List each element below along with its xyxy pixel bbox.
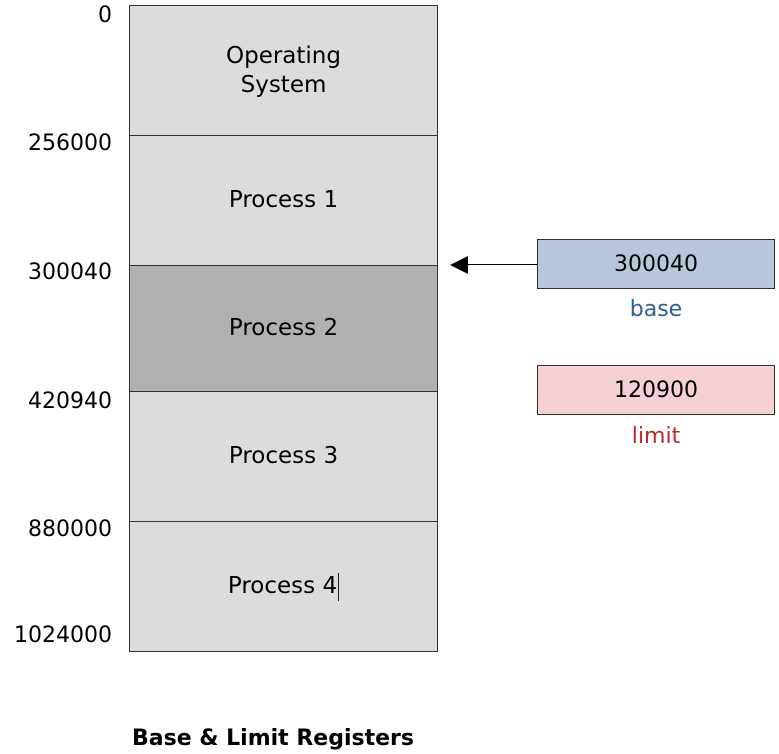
memory-block-process-3: Process 3 [129, 391, 438, 522]
address-label-256000: 256000 [28, 131, 112, 156]
base-register-box: 300040 [537, 239, 775, 289]
address-label-880000: 880000 [28, 517, 112, 542]
block-label-process-2: Process 2 [228, 315, 339, 341]
memory-block-process-4: Process 4 [129, 521, 438, 652]
limit-register-box: 120900 [537, 365, 775, 415]
memory-block-process-2: Process 2 [129, 265, 438, 392]
memory-block-operating-system: Operating System [129, 5, 438, 136]
limit-register-label: limit [631, 424, 681, 449]
block-label-process-1: Process 1 [228, 187, 339, 213]
address-label-1024000: 1024000 [14, 623, 112, 648]
memory-block-process-1: Process 1 [129, 135, 438, 266]
text-cursor [338, 572, 340, 601]
address-label-300040: 300040 [28, 260, 112, 285]
base-pointer-line [466, 264, 537, 265]
block-label-process-4: Process 4 [227, 573, 338, 599]
limit-register-value: 120900 [614, 377, 698, 403]
address-label-420940: 420940 [28, 389, 112, 414]
base-register-value: 300040 [614, 251, 698, 277]
base-pointer-arrowhead [450, 256, 468, 274]
address-label-0: 0 [98, 3, 112, 28]
block-label-operating-system: Operating System [226, 42, 341, 98]
diagram-caption: Base & Limit Registers [132, 726, 414, 751]
base-register-label: base [629, 297, 683, 322]
block-label-process-3: Process 3 [228, 443, 339, 469]
